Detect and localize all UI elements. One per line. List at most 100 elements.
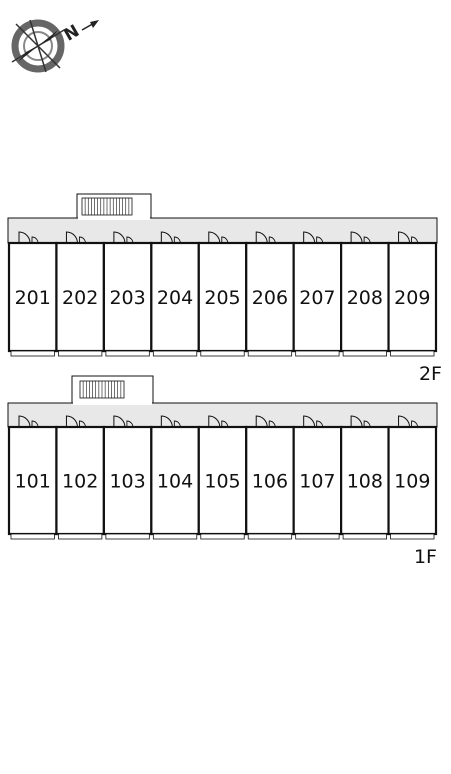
unit-204: 204 [150, 231, 200, 357]
unit-number-label: 201 [15, 287, 51, 309]
unit-107: 107 [292, 415, 343, 540]
door-swing-icon [303, 415, 316, 428]
door-swing-icon [65, 231, 78, 244]
balcony [105, 533, 150, 540]
unit-outline [197, 425, 248, 536]
unit-number-label: 105 [204, 471, 240, 493]
unit-205: 205 [197, 231, 248, 357]
balcony [10, 533, 55, 540]
unit-104: 104 [150, 415, 200, 540]
unit-outline [387, 425, 438, 536]
unit-201: 201 [7, 231, 58, 357]
door-swing-icon [221, 420, 229, 428]
door-swing-icon [363, 420, 371, 428]
unit-105: 105 [197, 415, 248, 540]
unit-number-label: 109 [394, 471, 430, 493]
door-swing-icon [126, 236, 134, 244]
unit-number-label: 104 [157, 471, 193, 493]
door-swing-icon [398, 415, 411, 428]
unit-number-label: 203 [109, 287, 145, 309]
door-swing-icon [113, 415, 126, 428]
door-swing-icon [160, 415, 173, 428]
unit-outline [7, 241, 58, 353]
unit-number-label: 209 [394, 287, 430, 309]
unit-number-label: 206 [252, 287, 288, 309]
balcony [58, 533, 103, 540]
unit-number-label: 202 [62, 287, 98, 309]
door-swing-icon [316, 420, 324, 428]
door-swing-icon [78, 420, 86, 428]
door-swing-icon [398, 231, 411, 244]
balcony [295, 350, 340, 357]
balcony [152, 533, 198, 540]
door-swing-icon [31, 420, 39, 428]
door-swing-icon [268, 420, 276, 428]
balcony [295, 533, 340, 540]
unit-outline [150, 241, 200, 353]
door-swing-icon [65, 415, 78, 428]
door-swing-icon [268, 236, 276, 244]
balcony [58, 350, 103, 357]
balcony [200, 350, 245, 357]
unit-outline [292, 241, 343, 353]
unit-number-label: 108 [347, 471, 383, 493]
balcony [152, 350, 198, 357]
unit-208: 208 [340, 231, 390, 357]
unit-outline [340, 241, 390, 353]
unit-109: 109 [387, 415, 438, 540]
unit-number-label: 103 [109, 471, 145, 493]
door-swing-icon [173, 236, 181, 244]
unit-number-label: 102 [62, 471, 98, 493]
unit-number-label: 107 [299, 471, 335, 493]
balcony [342, 350, 387, 357]
unit-101: 101 [7, 415, 58, 540]
unit-203: 203 [102, 231, 153, 357]
door-swing-icon [113, 231, 126, 244]
door-swing-icon [173, 420, 181, 428]
floor-label-2f: 2F [419, 363, 442, 385]
unit-207: 207 [292, 231, 343, 357]
unit-number-label: 207 [299, 287, 335, 309]
corridor-1f [7, 402, 438, 428]
door-swing-icon [363, 236, 371, 244]
unit-number-label: 106 [252, 471, 288, 493]
door-swing-icon [126, 420, 134, 428]
floor-label-1f: 1F [414, 546, 437, 568]
corridor-2f [7, 217, 438, 244]
unit-number-label: 205 [204, 287, 240, 309]
door-swing-icon [255, 415, 268, 428]
balcony [390, 533, 435, 540]
balcony [247, 350, 293, 357]
unit-outline [292, 425, 343, 536]
door-swing-icon [411, 420, 419, 428]
balcony [105, 350, 150, 357]
door-swing-icon [18, 231, 31, 244]
door-swing-icon [221, 236, 229, 244]
door-swing-icon [303, 231, 316, 244]
balcony [390, 350, 435, 357]
door-swing-icon [350, 415, 363, 428]
unit-outline [245, 241, 295, 353]
unit-number-label: 208 [347, 287, 383, 309]
compass-rose-icon [11, 19, 65, 73]
door-swing-icon [350, 231, 363, 244]
unit-outline [55, 425, 105, 536]
north-arrow-icon [81, 20, 99, 31]
door-swing-icon [208, 231, 221, 244]
door-swing-icon [31, 236, 39, 244]
unit-outline [197, 241, 248, 353]
door-swing-icon [78, 236, 86, 244]
balcony [342, 533, 387, 540]
door-swing-icon [411, 236, 419, 244]
unit-103: 103 [102, 415, 153, 540]
balcony [10, 350, 55, 357]
floor-1f: 101 102 103 104 105 106 107 108 109 1F [7, 375, 438, 568]
unit-206: 206 [245, 231, 295, 357]
unit-number-label: 101 [15, 471, 51, 493]
unit-202: 202 [55, 231, 105, 357]
unit-209: 209 [387, 231, 438, 357]
unit-102: 102 [55, 415, 105, 540]
unit-106: 106 [245, 415, 295, 540]
